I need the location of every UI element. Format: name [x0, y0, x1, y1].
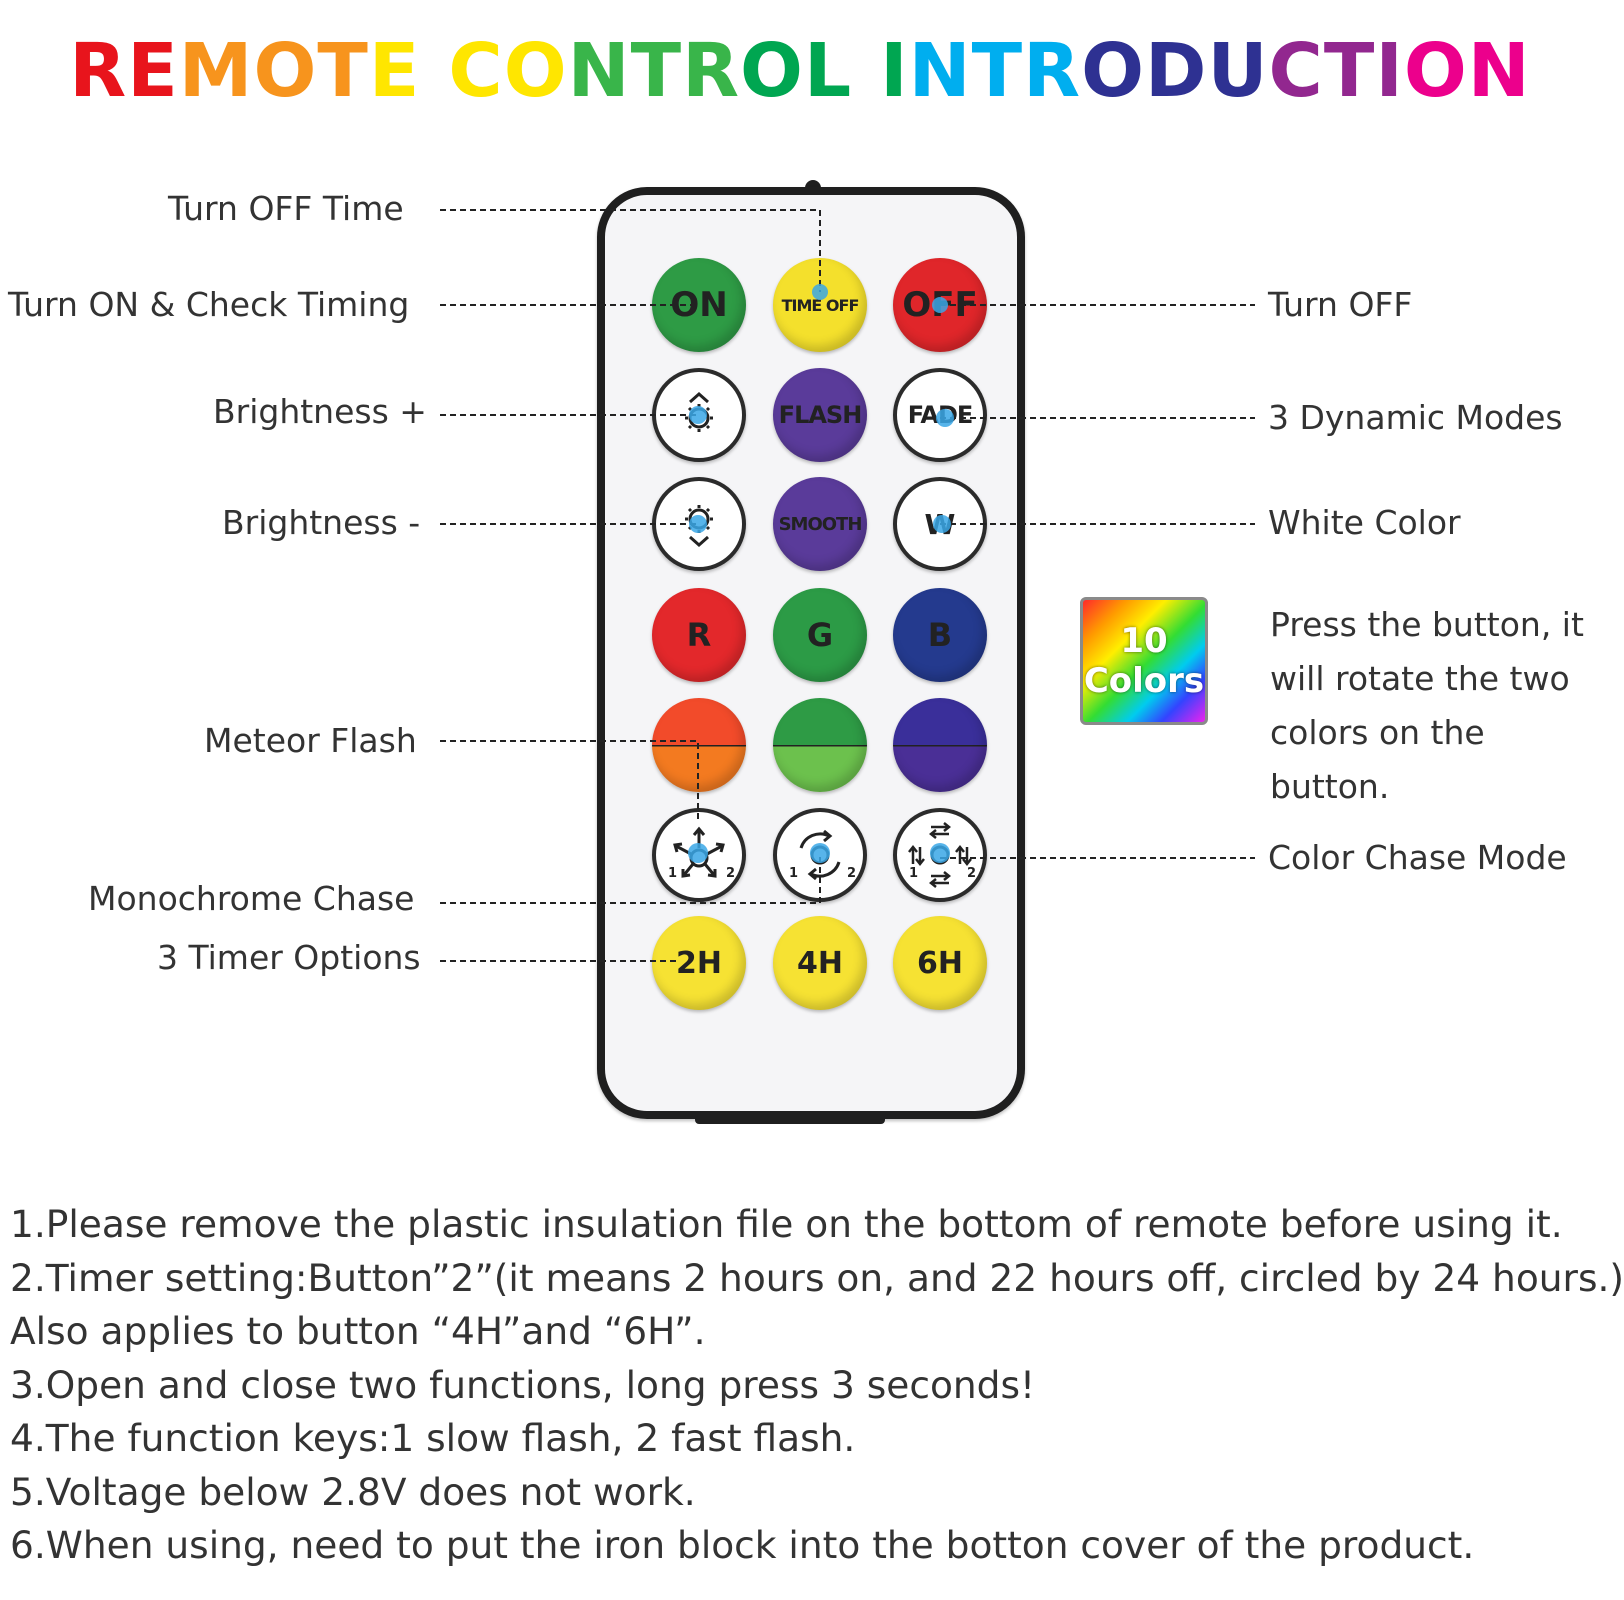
instruction-line: 3.Open and close two functions, long pre…: [10, 1362, 1036, 1407]
instruction-line: 5.Voltage below 2.8V does not work.: [10, 1469, 696, 1514]
callout-brightness-plus: Brightness +: [213, 392, 427, 431]
title-letter: N: [1467, 28, 1531, 114]
marker-brightness-plus: [689, 406, 707, 424]
title-letter: O: [1403, 28, 1468, 114]
title-letter: R: [1023, 28, 1082, 114]
callout-turn-on-check-timing: Turn ON & Check Timing: [8, 285, 410, 324]
title-word: CONTROL: [448, 28, 852, 114]
callout-white-color: White Color: [1268, 503, 1461, 542]
marker-white: [933, 515, 951, 533]
title-letter: N: [908, 28, 972, 114]
instruction-line: Also applies to button “4H”and “6H”.: [10, 1309, 706, 1353]
marker-meteor: [688, 843, 708, 863]
marker-time-off: [812, 284, 828, 300]
leader-turn-off-time: [440, 209, 821, 292]
marker-monochrome: [810, 843, 830, 863]
title-word: INTRODUCTION: [880, 28, 1531, 114]
monochrome-chase-button[interactable]: 1 2: [773, 808, 867, 902]
timer-2h-button[interactable]: 2H: [652, 916, 746, 1010]
red-button[interactable]: R: [652, 588, 746, 682]
callout-dynamic-modes: 3 Dynamic Modes: [1268, 398, 1563, 437]
title-letter: M: [178, 28, 254, 114]
title-letter: R: [69, 28, 128, 114]
callout-meteor-flash: Meteor Flash: [204, 721, 417, 760]
leader-monochrome-chase: [440, 855, 821, 904]
title-letter: T: [1323, 28, 1376, 114]
callout-turn-off-time: Turn OFF Time: [168, 189, 404, 228]
title-letter: T: [630, 28, 683, 114]
ten-colors-badge: 10 Colors: [1080, 597, 1208, 725]
two-color-button-blue-purple[interactable]: [893, 698, 987, 792]
leader-meteor-flash: [440, 740, 699, 820]
flash-button[interactable]: FLASH: [773, 368, 867, 462]
title-letter: C: [1268, 28, 1324, 114]
instruction-line: 4.The function keys:1 slow flash, 2 fast…: [10, 1416, 856, 1460]
instruction-line: 2.Timer setting:Button”2”(it means 2 hou…: [10, 1255, 1624, 1300]
callout-color-chase-mode: Color Chase Mode: [1268, 838, 1567, 877]
title-letter: O: [1081, 28, 1145, 114]
title-letter: O: [253, 28, 318, 114]
instruction-line: 1.Please remove the plastic insulation f…: [10, 1202, 1563, 1246]
title-letter: E: [127, 28, 179, 114]
green-button[interactable]: G: [773, 588, 867, 682]
title-letter: C: [448, 28, 504, 114]
title-letter: L: [803, 28, 853, 114]
title-letter: U: [1207, 28, 1269, 114]
on-button[interactable]: ON: [652, 258, 746, 352]
remote-bottom-edge: [695, 1116, 885, 1124]
callout-turn-off: Turn OFF: [1268, 285, 1413, 324]
title-word: REMOTE: [69, 28, 420, 114]
remote-top-notch: [805, 180, 821, 188]
marker-off: [932, 297, 948, 313]
title-letter: T: [971, 28, 1024, 114]
title-letter: D: [1145, 28, 1208, 114]
title-letter: O: [503, 28, 568, 114]
timer-6h-button[interactable]: 6H: [893, 916, 987, 1010]
marker-color-chase: [930, 843, 950, 863]
two-color-button-green[interactable]: [773, 698, 867, 792]
title-letter: I: [1375, 28, 1404, 114]
callout-monochrome-chase: Monochrome Chase: [88, 879, 415, 918]
note-line: colors on the button.: [1270, 713, 1485, 806]
instruction-line: 6.When using, need to put the iron block…: [10, 1523, 1475, 1567]
smooth-button[interactable]: SMOOTH: [773, 477, 867, 571]
title-letter: E: [368, 28, 421, 114]
colors-badge-number: 10: [1120, 621, 1168, 661]
callout-timer-options: 3 Timer Options: [157, 938, 421, 977]
marker-fade: [936, 409, 954, 427]
timer-4h-button[interactable]: 4H: [773, 916, 867, 1010]
instructions-list: 1.Please remove the plastic insulation f…: [10, 1198, 1624, 1573]
title-letter: T: [317, 28, 369, 114]
rotate-colors-note: Press the button, it will rotate the two…: [1270, 598, 1600, 814]
marker-brightness-minus: [689, 515, 707, 533]
note-line: will rotate the two: [1270, 659, 1570, 698]
swap-arrows-icon: [908, 822, 972, 888]
colors-badge-label: Colors: [1083, 661, 1205, 701]
title-letter: I: [880, 28, 909, 114]
title-letter: O: [740, 28, 804, 114]
title-letter: N: [567, 28, 631, 114]
note-line: Press the button, it: [1270, 605, 1584, 644]
white-button[interactable]: W: [893, 477, 987, 571]
blue-button[interactable]: B: [893, 588, 987, 682]
title-letter: R: [682, 28, 741, 114]
callout-brightness-minus: Brightness -: [222, 503, 421, 542]
